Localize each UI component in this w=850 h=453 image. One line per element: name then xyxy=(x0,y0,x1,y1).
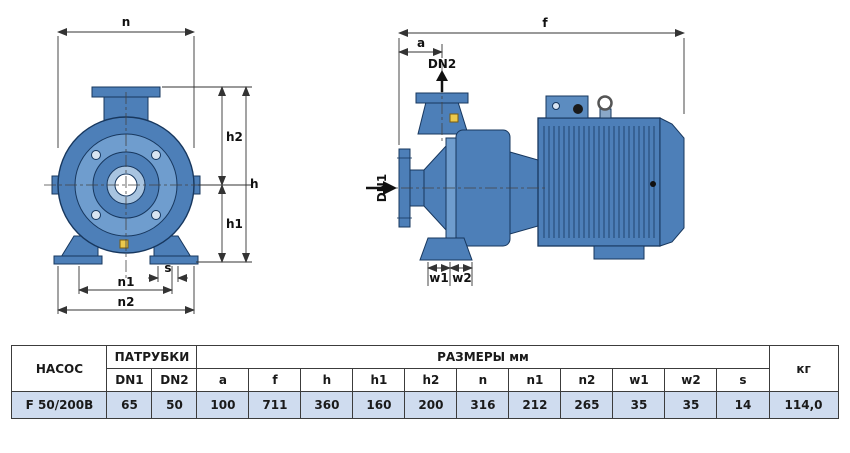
cable-gland xyxy=(573,104,583,114)
motor-cooling-fins xyxy=(543,126,655,238)
dim-a xyxy=(398,44,443,58)
dn2-flow-arrow xyxy=(436,70,448,81)
cell-h: 360 xyxy=(300,391,354,419)
header-row-sub: DN1 DN2 a f h h1 h2 n n1 n2 w1 w2 s xyxy=(12,368,838,392)
dim-label-h: h xyxy=(250,177,259,191)
spec-table: НАСОС ПАТРУБКИ РАЗМЕРЫ мм кг DN1 DN2 a f… xyxy=(11,345,839,419)
foot-pad-left xyxy=(53,255,103,265)
dn1-flow-arrow xyxy=(383,181,397,195)
cell-n2: 265 xyxy=(560,391,614,419)
dim-label-h1: h1 xyxy=(226,217,243,231)
dim-label-n: n xyxy=(122,15,131,29)
subheader-dn1: DN1 xyxy=(106,368,153,392)
subheader-a: a xyxy=(196,368,250,392)
dim-label-w2: w2 xyxy=(452,271,471,285)
bolt-hole xyxy=(151,150,161,160)
dim-label-s: s xyxy=(164,261,171,275)
cell-dn2: 50 xyxy=(151,391,198,419)
header-weight: кг xyxy=(768,345,839,392)
subheader-h: h xyxy=(300,368,354,392)
subheader-n2: n2 xyxy=(560,368,614,392)
dim-label-n1: n1 xyxy=(118,275,135,289)
terminal-box-screw xyxy=(552,102,560,110)
cell-n: 316 xyxy=(456,391,510,419)
pump-technical-drawing: n h2 h h1 s xyxy=(44,15,685,314)
dim-label-n2: n2 xyxy=(118,295,135,309)
data-row: F 50/200B 65 50 100 711 360 160 200 316 … xyxy=(11,391,839,419)
motor-foot xyxy=(593,245,645,260)
subheader-dn2: DN2 xyxy=(151,368,198,392)
subheader-w2: w2 xyxy=(664,368,718,392)
header-ports: ПАТРУБКИ xyxy=(106,345,198,369)
lifting-eye xyxy=(597,95,613,111)
header-pump: НАСОС xyxy=(11,345,108,392)
subheader-s: s xyxy=(716,368,770,392)
header-dimensions: РАЗМЕРЫ мм xyxy=(196,345,770,369)
dim-n xyxy=(57,28,195,148)
subheader-n: n xyxy=(456,368,510,392)
cell-model: F 50/200B xyxy=(11,391,108,419)
cell-f: 711 xyxy=(248,391,302,419)
dim-label-a: a xyxy=(417,36,425,50)
cell-w1: 35 xyxy=(612,391,666,419)
cell-h2: 200 xyxy=(404,391,458,419)
cell-n1: 212 xyxy=(508,391,562,419)
subheader-h1: h1 xyxy=(352,368,406,392)
dim-label-w1: w1 xyxy=(429,271,448,285)
dim-label-f: f xyxy=(542,16,548,30)
motor-bracket xyxy=(509,151,539,235)
cell-h1: 160 xyxy=(352,391,406,419)
dim-heights xyxy=(162,86,252,263)
cell-w2: 35 xyxy=(664,391,718,419)
bolt-hole xyxy=(91,150,101,160)
bolt-hole xyxy=(151,210,161,220)
motor-end-cap xyxy=(659,117,685,247)
side-view: f a DN2 DN1 w1 w2 xyxy=(366,16,685,286)
bearing-center-dot xyxy=(650,181,656,187)
bolt-hole xyxy=(91,210,101,220)
pump-foot xyxy=(419,237,473,261)
cell-dn1: 65 xyxy=(106,391,153,419)
subheader-w1: w1 xyxy=(612,368,666,392)
drain-plug xyxy=(119,239,129,249)
dim-label-h2: h2 xyxy=(226,130,243,144)
dim-label-dn2: DN2 xyxy=(428,57,456,71)
header-row-groups: НАСОС ПАТРУБКИ РАЗМЕРЫ мм кг xyxy=(11,345,839,392)
vent-plug xyxy=(449,113,459,123)
subheader-h2: h2 xyxy=(404,368,458,392)
dim-w1-w2 xyxy=(427,262,473,286)
cell-weight: 114,0 xyxy=(768,391,839,419)
dim-s xyxy=(148,266,188,282)
dim-n2 xyxy=(57,266,195,314)
discharge-neck xyxy=(417,101,469,135)
subheader-f: f xyxy=(248,368,302,392)
subheader-n1: n1 xyxy=(508,368,562,392)
front-view: n h2 h h1 s xyxy=(44,15,259,314)
cell-a: 100 xyxy=(196,391,250,419)
cell-s: 14 xyxy=(716,391,770,419)
dim-n1 xyxy=(78,266,173,294)
foot-pad-right xyxy=(149,255,199,265)
